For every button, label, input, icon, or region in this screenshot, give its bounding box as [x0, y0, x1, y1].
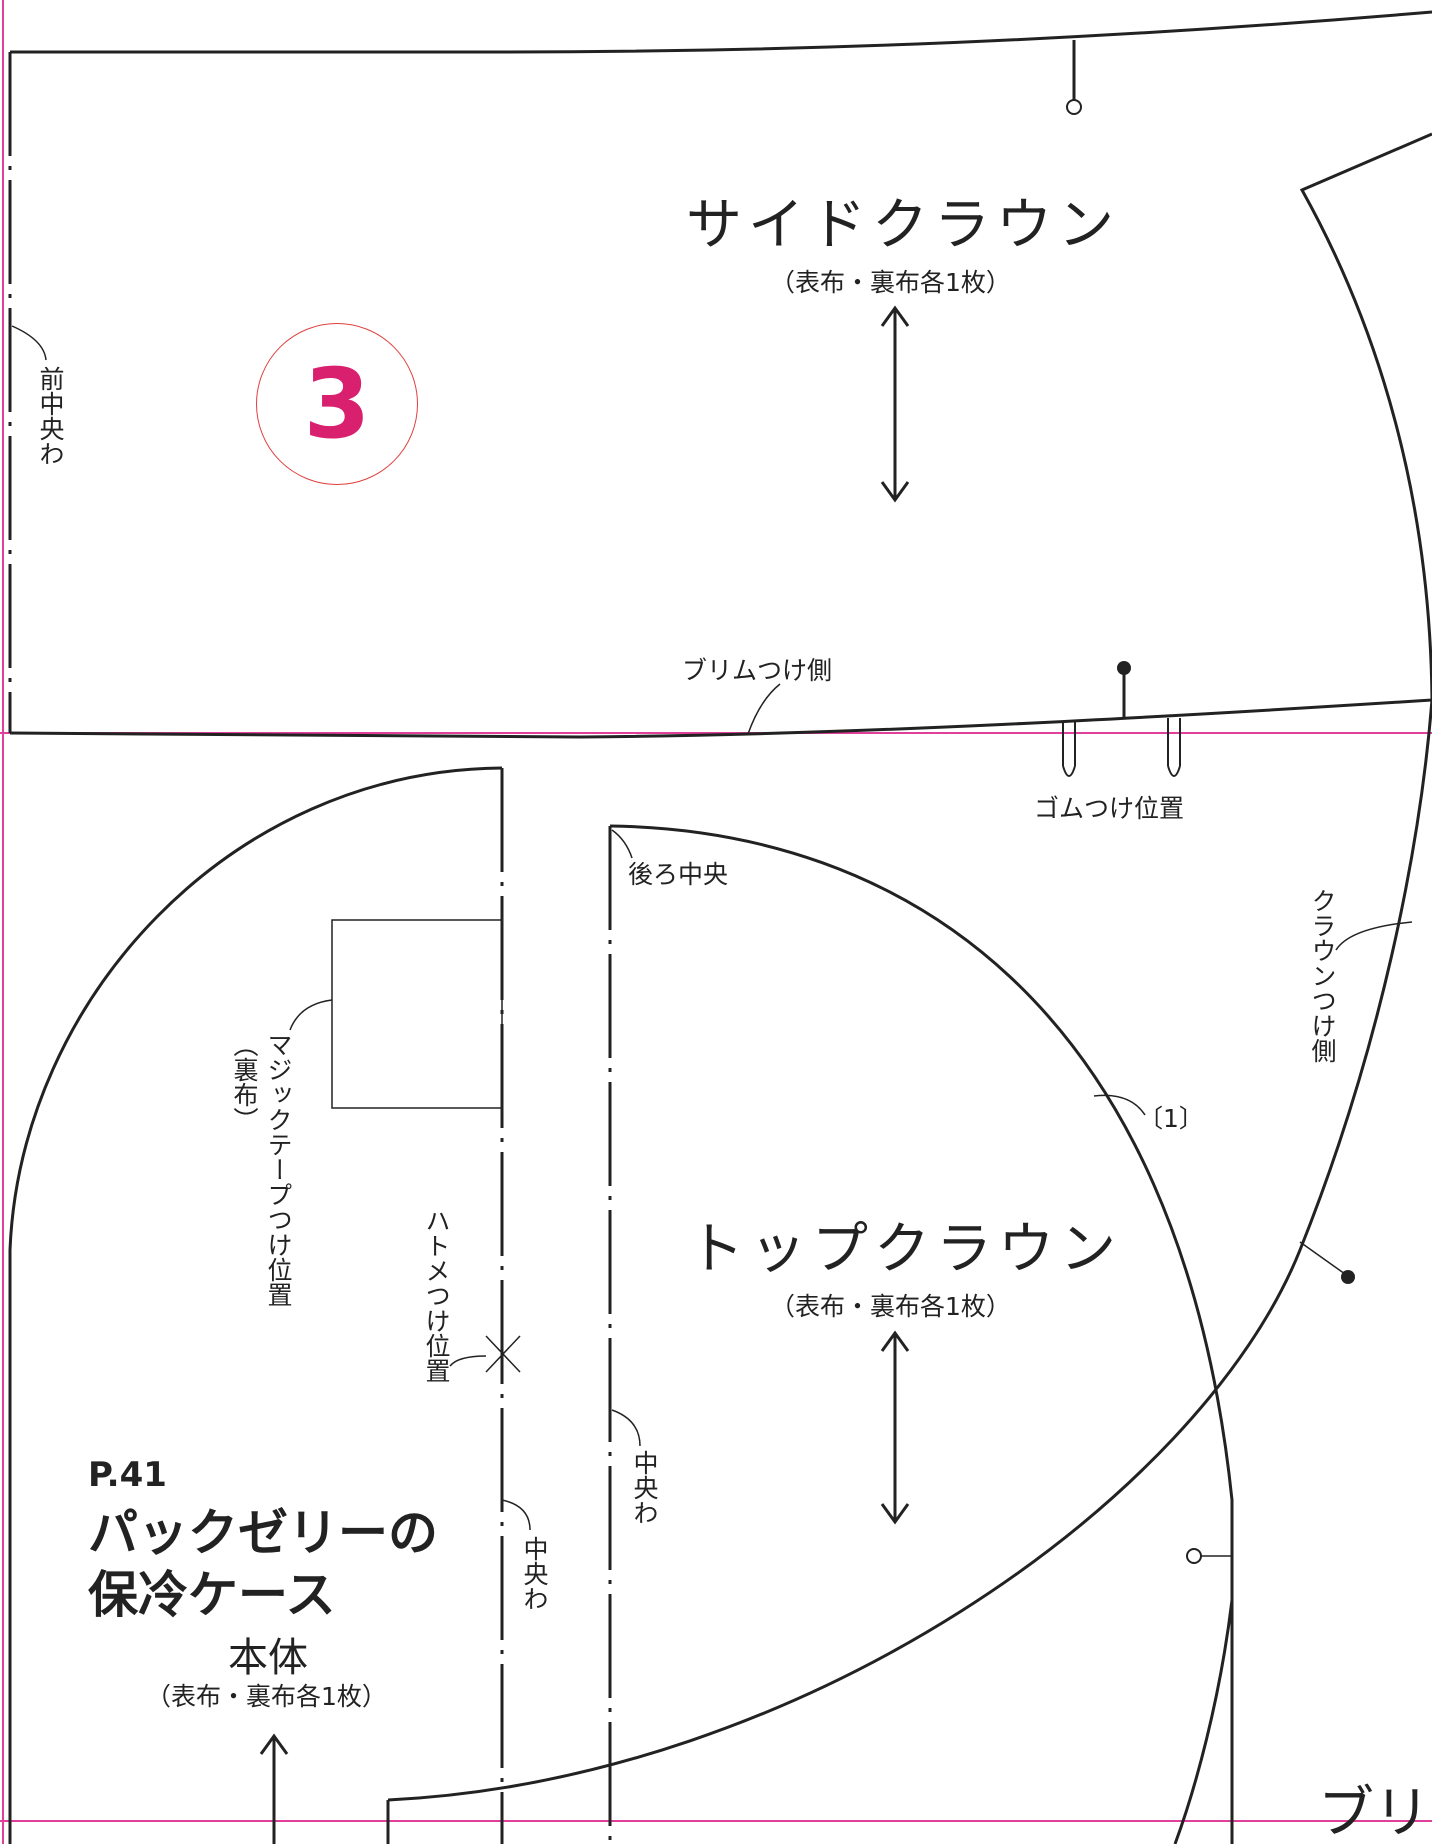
brim-piece-edge [387, 699, 1432, 1802]
leader-lines [11, 325, 1413, 1531]
notch-circle-topcrown [1186, 1548, 1202, 1564]
body-title-line2: 保冷ケース [88, 1566, 336, 1624]
elastic-position-label: ゴムつけ位置 [1034, 794, 1185, 823]
velcro-position-rect [331, 919, 503, 1109]
velcro-sub-label: （裏布） [230, 1032, 259, 1132]
brim-side-label: ブリムつけ側 [682, 656, 833, 685]
center-fold-right-label: 中央わ [630, 1450, 659, 1525]
side-crown-right-edge [1299, 132, 1432, 701]
side-crown-cut-note: （表布・裏布各1枚） [770, 268, 1011, 297]
badge-number: 3 [303, 348, 371, 460]
side-crown-title: サイドクラウン [686, 193, 1120, 258]
body-piece-name: 本体 [228, 1635, 308, 1681]
page-reference: P.41 [88, 1455, 167, 1495]
side-crown-outline [10, 10, 1432, 54]
top-crown-outline [609, 824, 1234, 1844]
body-piece-outline [8, 766, 503, 1844]
center-fold-left-label: 中央わ [520, 1536, 549, 1611]
velcro-label: マジックテープつけ位置 [264, 1032, 293, 1307]
brim-partial-title: ブリ [1318, 1781, 1430, 1846]
eyelet-mark [485, 1335, 521, 1373]
elastic-position-marks [1062, 718, 1181, 777]
top-crown-cut-note: （表布・裏布各1枚） [770, 1292, 1011, 1321]
top-crown-title: トップクラウン [688, 1217, 1122, 1282]
grain-arrows [259, 305, 910, 1844]
body-cut-note: （表布・裏布各1枚） [146, 1682, 387, 1711]
back-center-label: 後ろ中央 [628, 860, 729, 889]
crown-side-label: クラウンつけ側 [1308, 888, 1337, 1063]
side-crown-bottom-edge [9, 698, 1432, 739]
front-center-fold-label: 前中央わ [36, 366, 65, 466]
notch-dot-brim [1117, 661, 1131, 675]
body-title-line1: パックゼリーの [88, 1504, 438, 1562]
mark-1-label: 〔1〕 [1138, 1104, 1204, 1133]
notch-circle-top [1066, 99, 1082, 115]
eyelet-position-label: ハトメつけ位置 [422, 1208, 451, 1383]
piece-number-badge: 3 [256, 323, 418, 485]
